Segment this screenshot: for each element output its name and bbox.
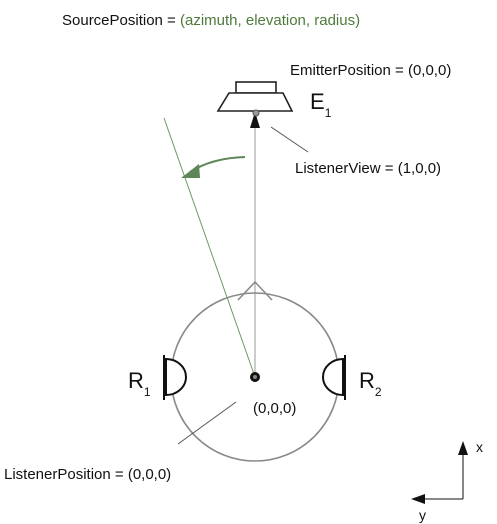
source-position-args: (azimuth, elevation, radius) — [180, 12, 360, 29]
speaker-icon — [216, 81, 294, 112]
emitter-name: E1 — [310, 89, 332, 120]
azimuth-arrowhead — [181, 164, 200, 178]
receiver-left-subscript: 1 — [144, 385, 151, 399]
listener-view-pointer — [270, 126, 309, 153]
emitter-dot — [252, 109, 260, 117]
emitter-subscript: 1 — [325, 106, 332, 120]
listener-position-label: ListenerPosition = (0,0,0) — [4, 466, 171, 483]
y-axis-arrowhead — [411, 494, 425, 504]
source-position-label: SourcePosition = (azimuth, elevation, ra… — [62, 12, 360, 29]
origin-dot-highlight — [253, 375, 257, 379]
left-ear-icon — [163, 355, 187, 400]
receiver-left-letter: R — [128, 368, 144, 393]
right-ear-icon — [322, 355, 346, 400]
receiver-left-label: R1 — [128, 368, 151, 399]
origin-label: (0,0,0) — [253, 400, 296, 417]
listener-view-label: ListenerView = (1,0,0) — [295, 160, 441, 177]
receiver-right-subscript: 2 — [375, 385, 382, 399]
y-axis-label: y — [419, 507, 426, 523]
emitter-letter: E — [310, 89, 325, 114]
source-ray — [163, 117, 256, 378]
emitter-position-label: EmitterPosition = (0,0,0) — [290, 62, 451, 79]
view-arrowhead — [250, 112, 260, 128]
receiver-right-letter: R — [359, 368, 375, 393]
source-position-prefix: SourcePosition = — [62, 12, 180, 29]
coordinate-axes — [411, 441, 468, 504]
receiver-right-label: R2 — [359, 368, 382, 399]
listener-position-pointer — [177, 401, 237, 445]
x-axis-label: x — [476, 439, 483, 455]
listener-nose — [237, 280, 273, 301]
x-axis-arrowhead — [458, 441, 468, 455]
